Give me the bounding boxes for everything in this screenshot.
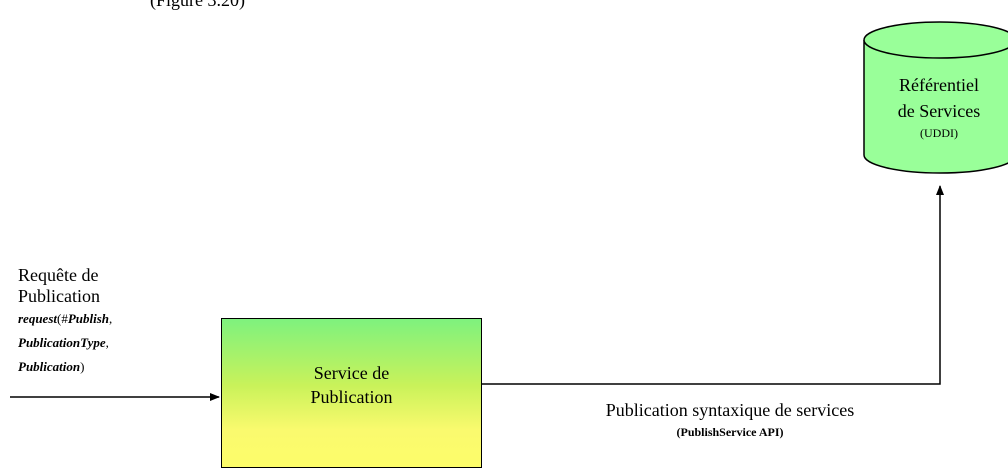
request-open-paren: (# bbox=[57, 311, 68, 326]
request-title-line1: Requête de bbox=[18, 265, 99, 285]
caption-main: Publication syntaxique de services bbox=[605, 400, 855, 420]
publish-connector-arrow bbox=[482, 185, 944, 385]
database-label-line2: de Services bbox=[897, 101, 981, 121]
publication-service-box: Service de Publication bbox=[221, 318, 482, 468]
request-arg-publication: Publication bbox=[18, 359, 81, 374]
caption-sub: (PublishService API) bbox=[676, 425, 784, 439]
diagram-connectors bbox=[10, 21, 1008, 401]
cut-off-top-text: (Figure 3.20) bbox=[150, 0, 245, 10]
service-label-line1: Service de bbox=[313, 363, 390, 383]
request-close-paren: ) bbox=[80, 359, 85, 374]
request-arg-publication-type: PublicationType bbox=[18, 335, 106, 350]
request-block: Requête de Publication request(#Publish,… bbox=[18, 265, 218, 379]
request-signature-line1: request(#Publish, bbox=[18, 307, 218, 331]
request-comma-2: , bbox=[105, 335, 109, 350]
request-arg-publish: Publish bbox=[67, 311, 110, 326]
database-label-line3: (UDDI) bbox=[920, 126, 958, 140]
request-signature-line3: Publication) bbox=[18, 355, 218, 379]
publish-caption: Publication syntaxique de services (Publ… bbox=[520, 398, 940, 442]
database-label: Référentiel de Services (UDDI) bbox=[864, 72, 1008, 142]
request-comma-1: , bbox=[109, 311, 113, 326]
request-fn-name: request bbox=[18, 311, 57, 326]
service-label-line2: Publication bbox=[310, 387, 393, 407]
database-label-line1: Référentiel bbox=[899, 75, 979, 95]
request-title-line2: Publication bbox=[18, 286, 100, 306]
request-signature-line2: PublicationType, bbox=[18, 331, 218, 355]
publication-service-label: Service de Publication bbox=[222, 361, 481, 409]
database-cylinder bbox=[863, 21, 1008, 174]
